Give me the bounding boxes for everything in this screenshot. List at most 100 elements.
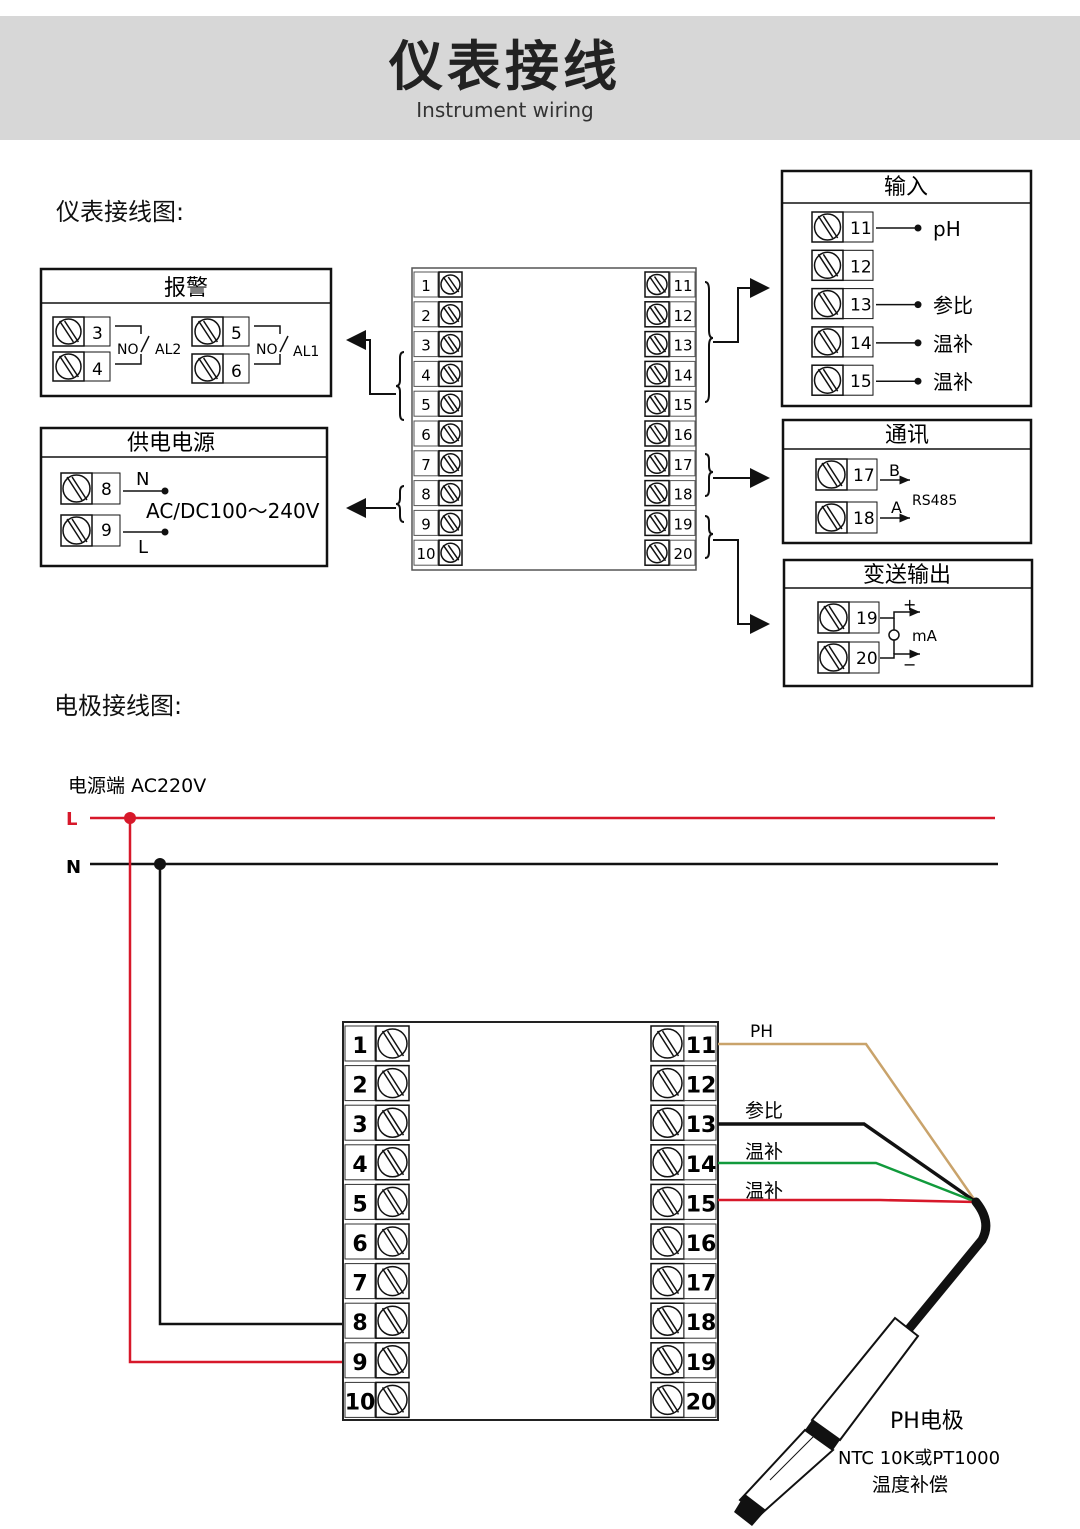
terminal-screw-icon [375, 1183, 410, 1221]
terminal-screw-icon [52, 351, 85, 382]
terminal-screw-icon [644, 420, 670, 447]
comm-b: B [889, 461, 900, 480]
terminal-screw-icon [650, 1025, 685, 1062]
wire-ph-label: PH [750, 1022, 773, 1042]
terminal-screw-icon [438, 450, 463, 477]
alarm-term-4: 4 [92, 360, 103, 380]
terminal-screw-icon [817, 641, 850, 674]
power-title: 供电电源 [127, 431, 215, 456]
bottom-left-terminal-label: 7 [352, 1272, 367, 1297]
terminal-screw-icon [52, 316, 85, 347]
terminal-screw-icon [650, 1064, 685, 1102]
power-term-8: 8 [101, 480, 112, 500]
ph-electrode-icon [734, 1197, 991, 1526]
terminal-screw-icon [375, 1381, 410, 1419]
transmit-ma: mA [912, 627, 938, 645]
power-term-9: 9 [101, 521, 112, 541]
section-wiring-title: 仪表接线图: [56, 198, 185, 226]
terminal-screw-icon [438, 271, 463, 298]
terminal-screw-icon [644, 509, 670, 537]
bottom-right-terminal-label: 13 [686, 1113, 717, 1138]
top-right-terminal-label: 11 [673, 277, 692, 295]
terminal-screw-icon [375, 1064, 410, 1102]
input-term-number: 12 [850, 257, 872, 277]
wire-ref-label: 参比 [745, 1100, 783, 1122]
transmit-minus: − [903, 655, 916, 674]
top-left-terminal-label: 8 [421, 486, 431, 504]
terminal-screw-icon [650, 1104, 685, 1141]
section-electrode-title: 电极接线图: [54, 692, 183, 720]
bottom-left-terminal-label: 8 [352, 1311, 367, 1336]
top-left-terminal-label: 4 [421, 366, 431, 384]
terminal-screw-icon [811, 249, 844, 282]
terminal-screw-icon [644, 390, 670, 417]
bottom-left-terminal-label: 9 [352, 1351, 367, 1376]
alarm-term-6: 6 [231, 362, 242, 382]
input-signal-label: 温补 [933, 332, 973, 356]
terminal-screw-icon [375, 1104, 410, 1141]
terminal-screw-icon [650, 1302, 685, 1339]
terminal-screw-icon [438, 479, 463, 507]
transmit-plus: + [903, 595, 916, 614]
top-right-terminal-label: 17 [673, 456, 692, 474]
terminal-screw-icon [438, 509, 463, 537]
page-subtitle: Instrument wiring [416, 98, 594, 122]
page-title: 仪表接线 [389, 35, 621, 98]
terminal-screw-icon [375, 1342, 410, 1379]
terminal-screw-icon [811, 211, 844, 243]
bottom-right-terminal-label: 14 [686, 1153, 717, 1178]
terminal-screw-icon [375, 1302, 410, 1339]
bottom-right-terminal-label: 17 [686, 1272, 717, 1297]
alarm-term-5: 5 [231, 324, 242, 344]
terminal-screw-icon [191, 316, 224, 347]
header-band [0, 16, 1080, 140]
power-range: AC/DC100～240V [146, 499, 320, 523]
terminal-screw-icon [438, 420, 463, 447]
terminal-screw-icon [375, 1262, 410, 1300]
terminal-screw-icon [811, 326, 844, 358]
bottom-left-terminal-label: 5 [352, 1192, 367, 1217]
alarm-term-3: 3 [92, 324, 103, 344]
terminal-screw-icon [811, 364, 844, 396]
electrode-title: PH电极 [890, 1409, 964, 1434]
terminal-screw-icon [815, 458, 848, 491]
comm-title: 通讯 [885, 423, 929, 448]
bottom-left-terminal-label: 3 [352, 1113, 367, 1138]
terminal-screw-icon [60, 472, 93, 505]
alarm-al1: AL1 [293, 344, 319, 360]
bottom-right-terminal-label: 12 [686, 1074, 717, 1099]
top-left-terminal-label: 10 [416, 545, 435, 563]
comm-rs485: RS485 [912, 493, 957, 509]
input-signal-label: pH [933, 217, 961, 241]
input-title: 输入 [884, 175, 928, 200]
bottom-left-terminal-label: 2 [352, 1074, 367, 1099]
top-left-terminal-label: 2 [421, 307, 431, 325]
alarm-title: 报警 [164, 276, 208, 301]
top-left-terminal-label: 1 [421, 277, 431, 295]
terminal-screw-icon [60, 514, 93, 547]
power-l-label: L [138, 537, 148, 558]
alarm-al2: AL2 [155, 342, 181, 358]
terminal-screw-icon [644, 360, 670, 388]
comm-term-18: 18 [853, 509, 875, 529]
line-l-label: L [66, 809, 77, 830]
terminal-screw-icon [811, 287, 844, 320]
alarm-no-1: NO [117, 342, 139, 358]
alarm-box: 报警 3 4 5 6 NO NO AL2 AL1 [39, 267, 333, 398]
terminal-screw-icon [650, 1262, 685, 1300]
terminal-screw-icon [644, 450, 670, 477]
electrode-sub2: 温度补偿 [872, 1474, 948, 1496]
terminal-screw-icon [644, 271, 670, 298]
top-right-terminal-label: 13 [673, 337, 692, 355]
bottom-left-terminal-label: 6 [352, 1232, 367, 1257]
bottom-right-terminal-label: 11 [686, 1034, 717, 1059]
top-right-terminal-label: 20 [673, 545, 692, 563]
wire-temp1-label: 温补 [745, 1141, 783, 1163]
bottom-left-terminal-label: 4 [352, 1153, 367, 1178]
power-n-label: N [136, 469, 149, 490]
terminal-screw-icon [644, 301, 670, 328]
bottom-right-terminal-label: 20 [686, 1390, 717, 1415]
